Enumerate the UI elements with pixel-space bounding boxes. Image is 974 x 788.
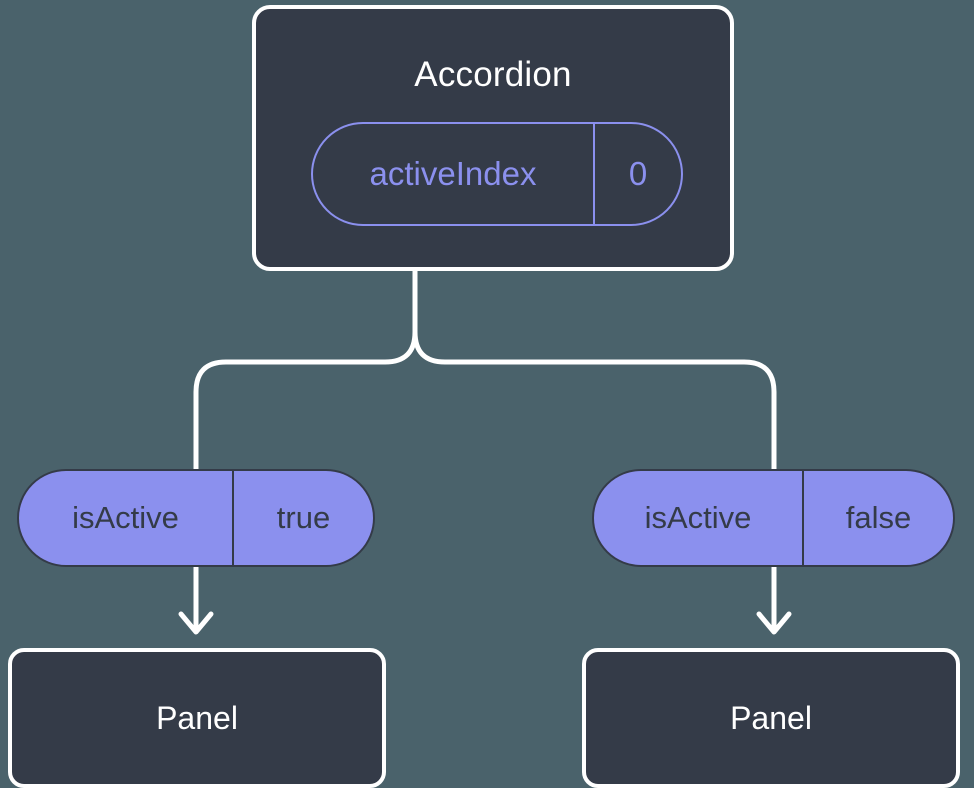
leaf-component-card-left[interactable]: Panel	[8, 648, 386, 788]
component-tree-diagram: Accordion activeIndex 0 isActive true is…	[8, 5, 960, 788]
connector-fork-right	[412, 331, 777, 469]
root-component-card[interactable]: Accordion activeIndex 0	[252, 5, 734, 271]
prop-badge-value: true	[276, 500, 331, 535]
prop-badge-key: isActive	[19, 471, 234, 565]
leaf-component-card-right[interactable]: Panel	[582, 648, 960, 788]
root-component-title: Accordion	[414, 55, 572, 94]
arrow-left-head	[178, 611, 214, 635]
arrow-right-head	[756, 611, 792, 635]
leaf-component-title: Panel	[156, 700, 238, 736]
prop-badge-isactive-true[interactable]: isActive true	[17, 469, 375, 567]
state-badge-value: 0	[628, 155, 648, 192]
state-badge-activeindex[interactable]: activeIndex 0	[311, 122, 683, 226]
prop-badge-isactive-false[interactable]: isActive false	[592, 469, 955, 567]
connector-fork-left	[193, 331, 418, 469]
state-badge-key: activeIndex	[313, 124, 595, 224]
prop-badge-key: isActive	[594, 471, 804, 565]
leaf-component-title: Panel	[730, 700, 812, 736]
prop-badge-value: false	[845, 500, 912, 535]
